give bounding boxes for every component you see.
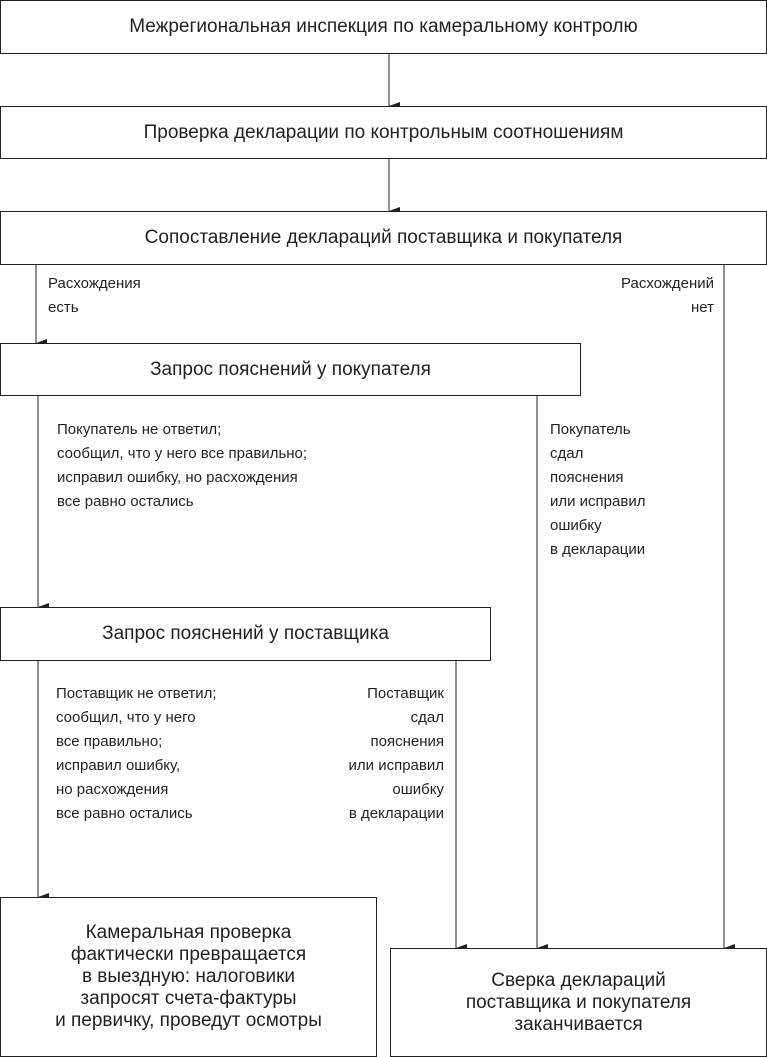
node-buyer-request: Запрос пояснений у покупателя <box>0 343 581 396</box>
node-inspection-label: Межрегиональная инспекция по камеральном… <box>129 16 638 37</box>
label-buyer-ok: Покупатель сдал пояснения или исправил о… <box>550 421 646 558</box>
node-end-label: Сверка деклараций поставщика и покупател… <box>465 969 692 1035</box>
node-supplier-request-label: Запрос пояснений у поставщика <box>102 623 389 644</box>
label-buyer-no-answer: Покупатель не ответил; сообщил, что у не… <box>57 421 308 510</box>
node-end: Сверка деклараций поставщика и покупател… <box>390 948 767 1057</box>
node-field-audit-label: Камеральная проверка фактически превраща… <box>55 922 322 1031</box>
label-discrepancy-yes: Расхождения есть <box>48 275 141 316</box>
node-check: Проверка декларации по контрольным соотн… <box>0 106 767 159</box>
label-supplier-no-answer: Поставщик не ответил; сообщил, что у нег… <box>56 685 217 822</box>
label-supplier-ok: Поставщик сдал пояснения или исправил ош… <box>348 685 444 822</box>
node-supplier-request: Запрос пояснений у поставщика <box>0 607 491 661</box>
node-compare: Сопоставление деклараций поставщика и по… <box>0 211 767 265</box>
node-inspection: Межрегиональная инспекция по камеральном… <box>0 0 767 54</box>
node-field-audit: Камеральная проверка фактически превраща… <box>0 897 377 1057</box>
label-discrepancy-no: Расхождений нет <box>620 275 714 316</box>
node-buyer-request-label: Запрос пояснений у покупателя <box>150 358 431 380</box>
node-compare-label: Сопоставление деклараций поставщика и по… <box>144 227 623 248</box>
node-check-label: Проверка декларации по контрольным соотн… <box>143 121 624 143</box>
